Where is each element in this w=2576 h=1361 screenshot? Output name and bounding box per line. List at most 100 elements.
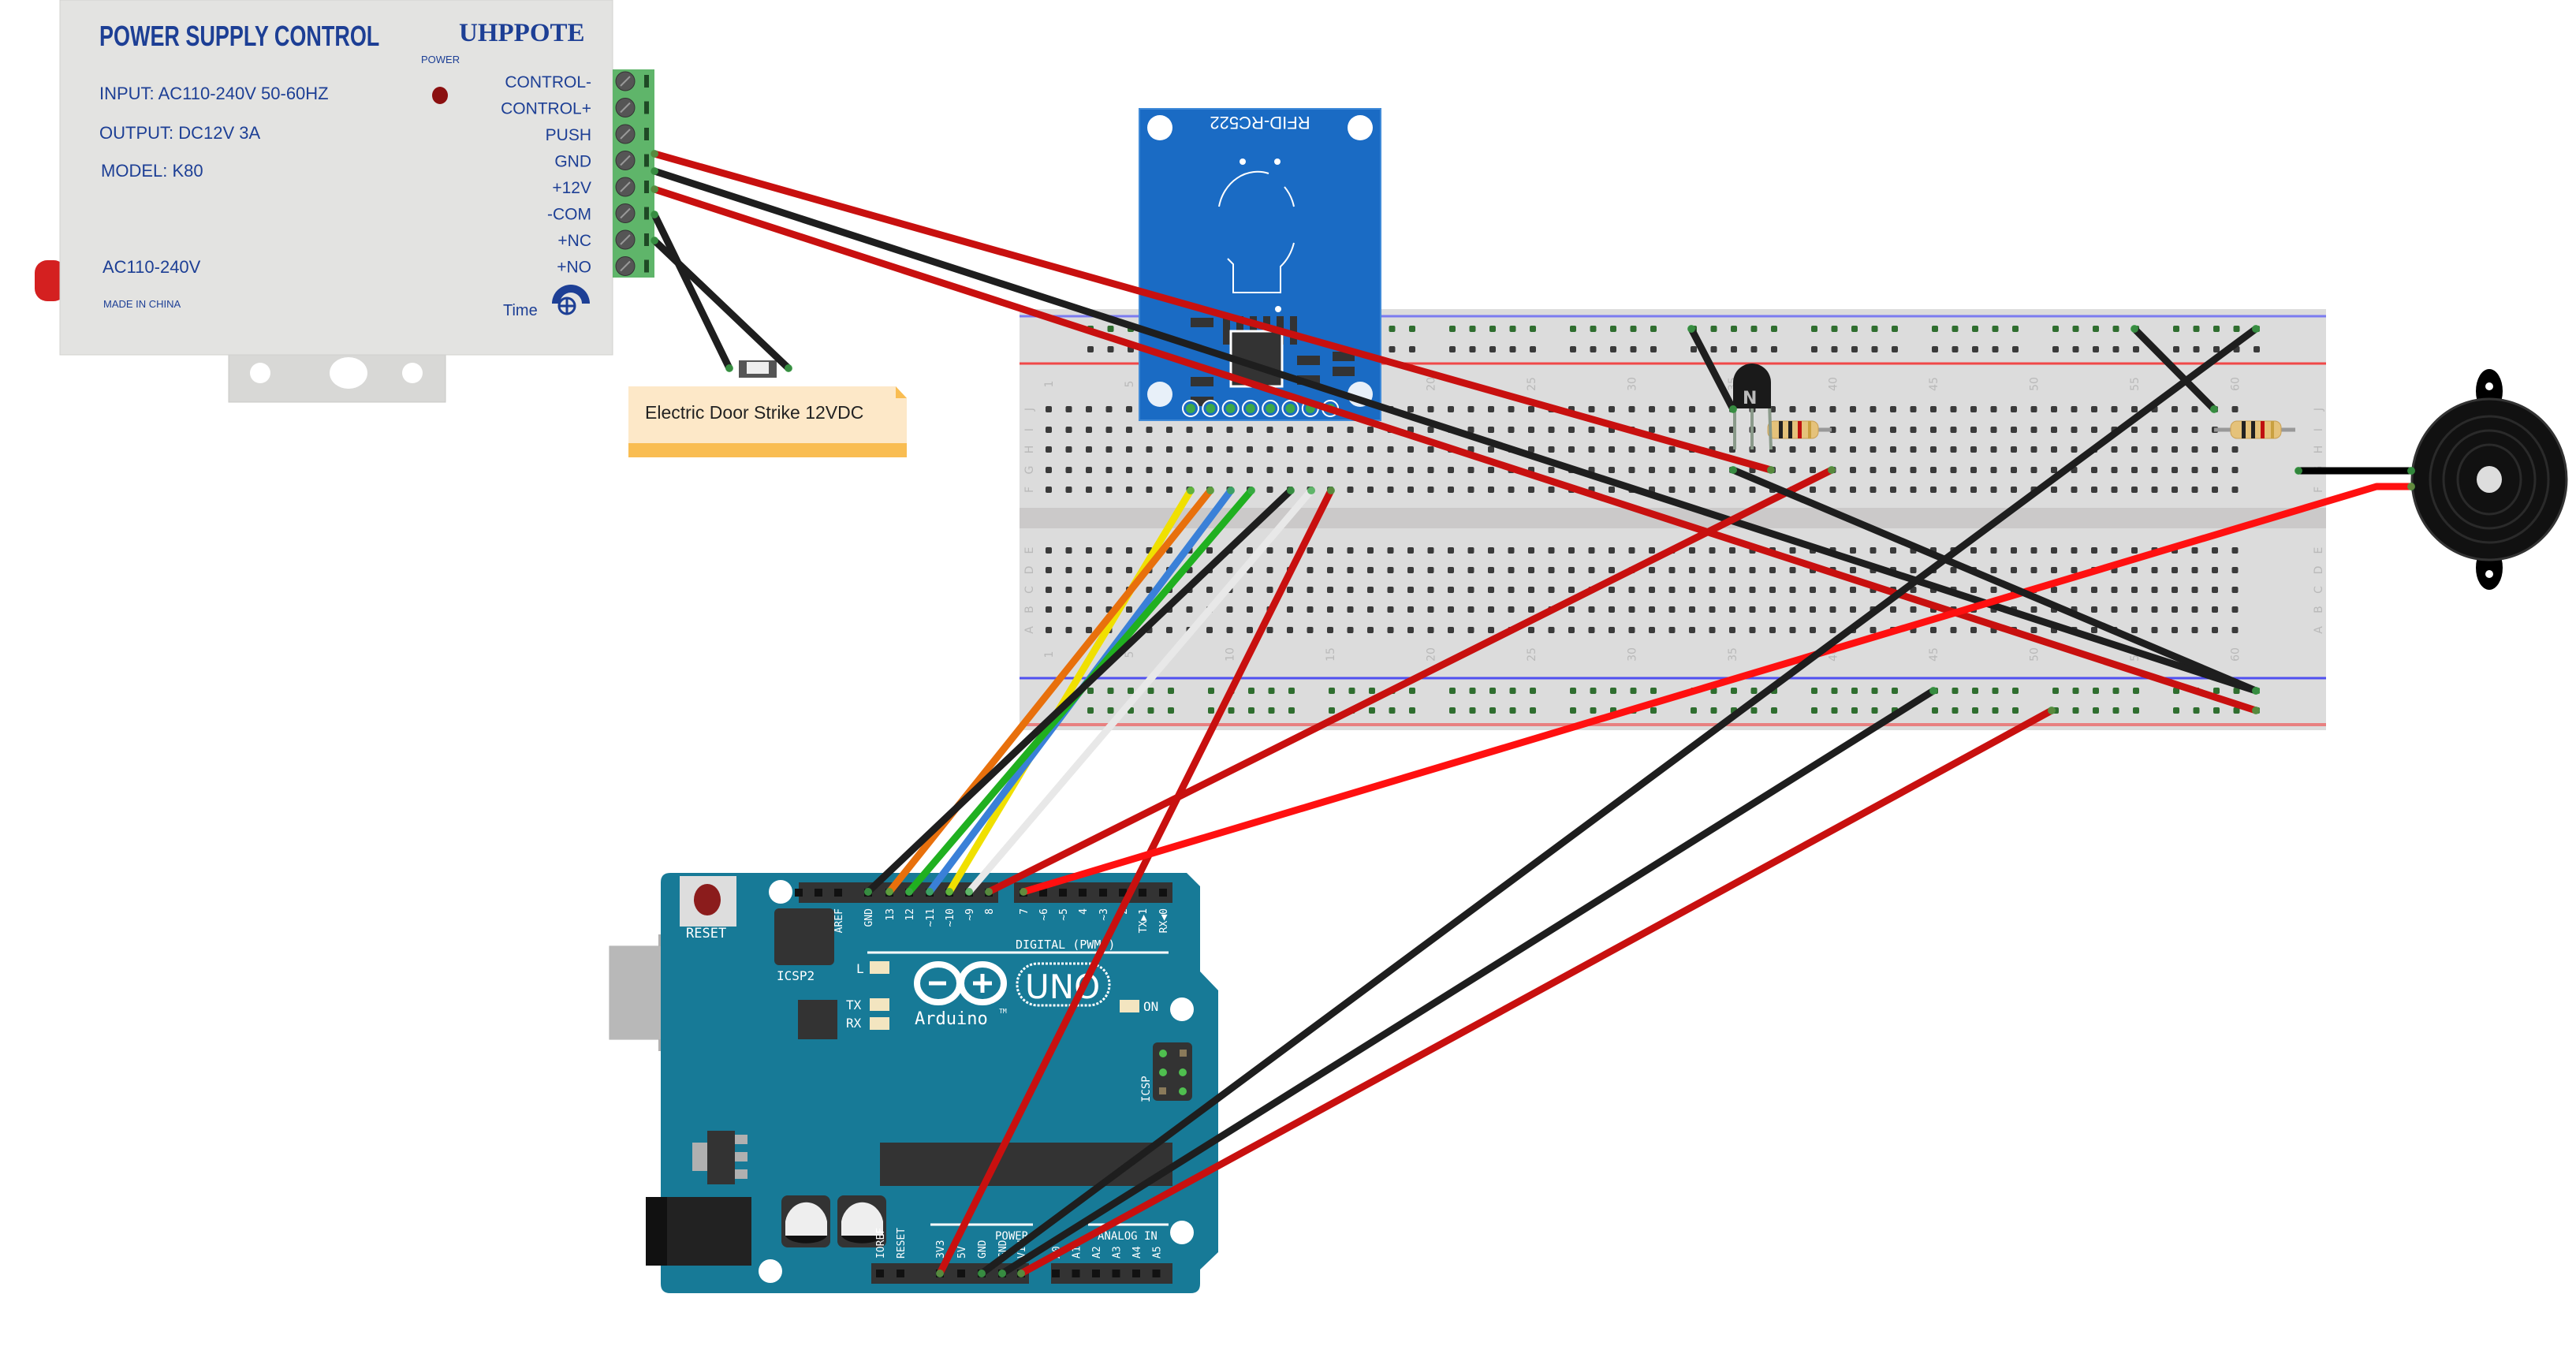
breadboard-hole[interactable] [1990, 547, 1997, 554]
breadboard-hole[interactable] [1046, 487, 1052, 493]
breadboard-hole[interactable] [1990, 487, 1997, 493]
rail-hole[interactable] [1851, 346, 1858, 352]
breadboard-hole[interactable] [1046, 606, 1052, 613]
breadboard-hole[interactable] [1126, 547, 1132, 554]
jumper-wire[interactable] [2131, 325, 2218, 413]
rail-hole[interactable] [1509, 707, 1516, 714]
breadboard-hole[interactable] [1146, 467, 1153, 473]
breadboard-hole[interactable] [1287, 606, 1293, 613]
rail-hole[interactable] [1409, 346, 1415, 352]
breadboard-hole[interactable] [1508, 547, 1515, 554]
rail-hole[interactable] [1932, 346, 1938, 352]
breadboard-hole[interactable] [1488, 627, 1494, 633]
breadboard-hole[interactable] [2071, 587, 2078, 593]
breadboard-hole[interactable] [1407, 406, 1414, 412]
breadboard-hole[interactable] [1046, 547, 1052, 554]
breadboard-hole[interactable] [1367, 487, 1374, 493]
breadboard-hole[interactable] [1327, 606, 1333, 613]
breadboard-hole[interactable] [1990, 567, 1997, 573]
breadboard-hole[interactable] [2151, 587, 2158, 593]
breadboard-hole[interactable] [2151, 446, 2158, 453]
rail-hole[interactable] [2133, 346, 2139, 352]
transistor-emitter-wire[interactable] [1729, 466, 2260, 695]
rail-hole[interactable] [1449, 326, 1456, 332]
breadboard-hole[interactable] [1668, 627, 1676, 633]
breadboard-hole[interactable] [1105, 467, 1113, 473]
breadboard-hole[interactable] [1287, 547, 1293, 554]
rail-hole[interactable] [1831, 346, 1838, 352]
breadboard-hole[interactable] [1628, 446, 1635, 453]
breadboard-hole[interactable] [2172, 446, 2178, 453]
breadboard-hole[interactable] [1810, 627, 1816, 633]
rail-hole[interactable] [1087, 688, 1094, 694]
breadboard-hole[interactable] [1528, 567, 1534, 573]
rail-hole[interactable] [2193, 707, 2200, 714]
rail-hole[interactable] [2233, 707, 2240, 714]
breadboard-hole[interactable] [2091, 627, 2097, 633]
breadboard-hole[interactable] [1046, 567, 1052, 573]
breadboard-hole[interactable] [1126, 567, 1132, 573]
rail-hole[interactable] [1630, 326, 1637, 332]
rail-hole[interactable] [2072, 326, 2079, 332]
rail-hole[interactable] [1892, 326, 1898, 332]
breadboard-hole[interactable] [2212, 606, 2218, 613]
breadboard-hole[interactable] [1729, 567, 1735, 573]
breadboard-hole[interactable] [1609, 567, 1615, 573]
breadboard-hole[interactable] [2231, 606, 2239, 613]
breadboard-hole[interactable] [2051, 446, 2057, 453]
breadboard-hole[interactable] [1206, 547, 1213, 554]
rail-hole[interactable] [1750, 346, 1758, 352]
breadboard-hole[interactable] [1970, 547, 1977, 554]
breadboard-hole[interactable] [2172, 567, 2178, 573]
rail-hole[interactable] [1811, 707, 1817, 714]
dc-power-jack[interactable] [646, 1197, 751, 1266]
breadboard-hole[interactable] [1488, 427, 1494, 433]
rail-hole[interactable] [1750, 688, 1758, 694]
rail-hole[interactable] [1530, 346, 1536, 352]
breadboard-hole[interactable] [1427, 627, 1434, 633]
breadboard-hole[interactable] [1528, 547, 1534, 554]
breadboard-hole[interactable] [1870, 406, 1877, 412]
breadboard-hole[interactable] [1065, 427, 1072, 433]
breadboard-hole[interactable] [1729, 606, 1735, 613]
rail-hole[interactable] [1851, 688, 1858, 694]
rail-hole[interactable] [2052, 346, 2059, 352]
breadboard-hole[interactable] [1387, 487, 1394, 493]
breadboard-hole[interactable] [2212, 446, 2218, 453]
breadboard-hole[interactable] [1467, 547, 1474, 554]
breadboard-hole[interactable] [1347, 547, 1354, 554]
rail-hole[interactable] [2173, 707, 2179, 714]
breadboard-hole[interactable] [1950, 487, 1957, 493]
breadboard-hole[interactable] [1327, 547, 1333, 554]
breadboard-hole[interactable] [1467, 406, 1474, 412]
rail-hole[interactable] [2173, 326, 2179, 332]
breadboard-hole[interactable] [1467, 606, 1474, 613]
breadboard-hole[interactable] [1086, 587, 1092, 593]
rail-hole[interactable] [1952, 707, 1959, 714]
rail-hole[interactable] [1389, 326, 1396, 332]
breadboard-hole[interactable] [2051, 427, 2057, 433]
breadboard-hole[interactable] [1086, 487, 1092, 493]
breadboard-hole[interactable] [1307, 567, 1314, 573]
breadboard-hole[interactable] [2131, 627, 2138, 633]
breadboard-hole[interactable] [1086, 427, 1092, 433]
header-pin[interactable] [1059, 889, 1067, 897]
rail-hole[interactable] [1348, 688, 1355, 694]
rail-hole[interactable] [1168, 707, 1174, 714]
rail-hole[interactable] [1892, 688, 1898, 694]
rail-hole[interactable] [1972, 326, 1978, 332]
breadboard-hole[interactable] [1307, 627, 1314, 633]
breadboard-hole[interactable] [1810, 487, 1816, 493]
rail-hole[interactable] [1268, 707, 1275, 714]
breadboard-hole[interactable] [1287, 467, 1293, 473]
breadboard-hole[interactable] [1307, 606, 1314, 613]
rail-hole[interactable] [1932, 707, 1938, 714]
breadboard-hole[interactable] [1407, 587, 1414, 593]
header-pin[interactable] [795, 889, 803, 897]
breadboard-hole[interactable] [2030, 406, 2037, 412]
breadboard-hole[interactable] [1467, 587, 1474, 593]
rail-hole[interactable] [1369, 688, 1375, 694]
breadboard-hole[interactable] [1970, 406, 1977, 412]
breadboard-hole[interactable] [1387, 467, 1394, 473]
breadboard-hole[interactable] [1266, 427, 1273, 433]
